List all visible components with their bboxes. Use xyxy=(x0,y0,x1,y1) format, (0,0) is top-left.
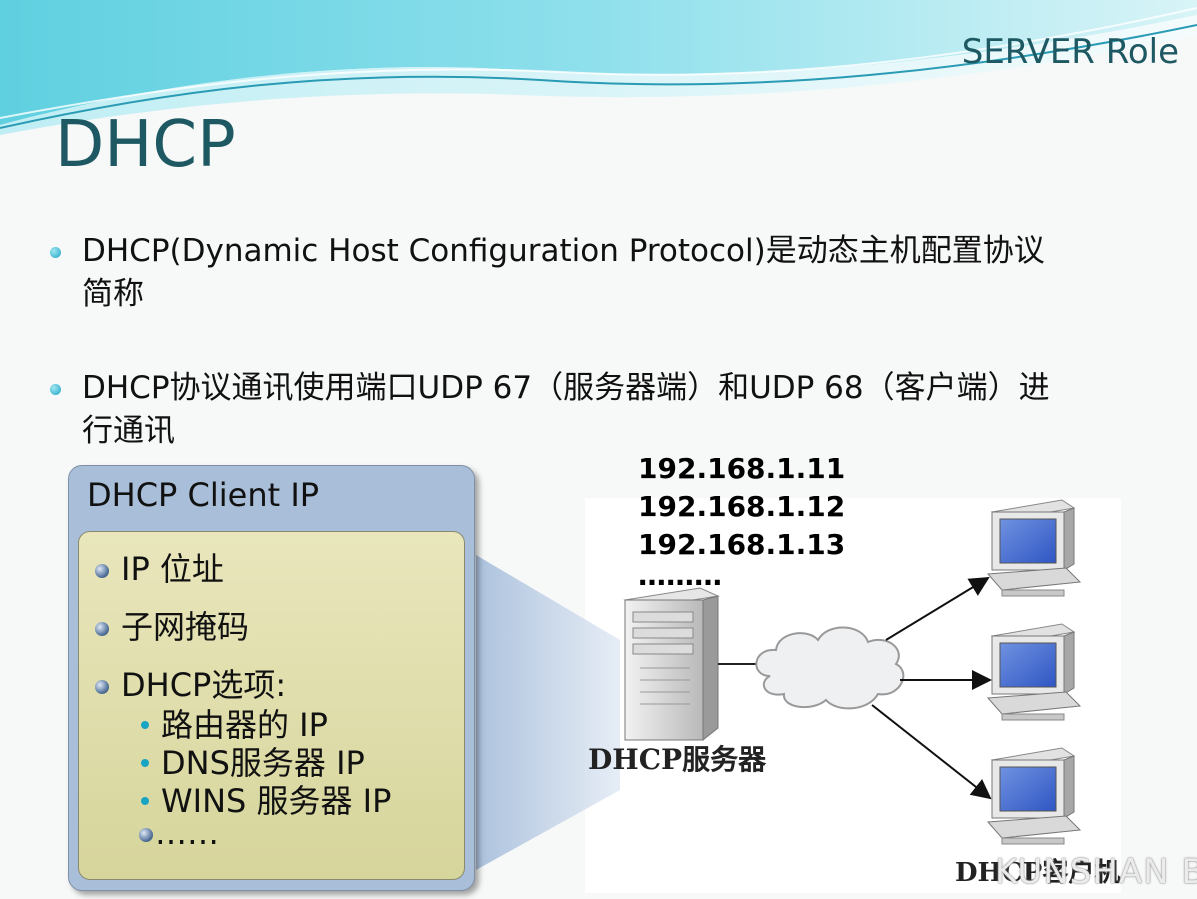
ip-address-ellipsis: ……… xyxy=(638,559,722,592)
client-computer-icon xyxy=(986,623,1082,721)
dhcp-client-label: DHCP客户机 xyxy=(955,858,1121,888)
ip-address-list: 192.168.1.11 192.168.1.12 192.168.1.13 …… xyxy=(638,450,846,592)
sub-list-item: WINS 服务器 IP xyxy=(141,776,391,822)
sub-item-text: WINS 服务器 IP xyxy=(161,782,392,820)
server-role-label: SERVER Role xyxy=(961,32,1179,72)
dhcp-server-label: DHCP服务器 xyxy=(588,743,767,776)
bullet-dhcp-ports: DHCP协议通讯使用端口UDP 67（服务器端）和UDP 68（客户端）进 行通… xyxy=(50,367,1160,453)
ip-address: 192.168.1.12 xyxy=(638,490,846,523)
cloud-icon xyxy=(755,626,905,710)
bullet-text-line1: DHCP(Dynamic Host Configuration Protocol… xyxy=(82,233,1045,269)
bullet-text-line1: DHCP协议通讯使用端口UDP 67（服务器端）和UDP 68（客户端）进 xyxy=(82,370,1050,406)
callout-beam xyxy=(476,555,620,870)
sub-bullet-icon xyxy=(141,758,149,767)
sub-list-item: DNS服务器 IP xyxy=(141,738,365,784)
sub-list-item: 路由器的 IP xyxy=(141,700,328,746)
page-title: DHCP xyxy=(55,108,236,182)
client-box-title: DHCP Client IP xyxy=(87,476,320,514)
list-item-text: 子网掩码 xyxy=(121,608,250,646)
bullet-ball-icon xyxy=(95,622,109,636)
bullet-ball-icon xyxy=(95,680,109,694)
bullet-text-line2: 简称 xyxy=(82,276,144,312)
dhcp-client-ip-box: DHCP Client IP IP 位址 子网掩码 DHCP选项: 路由器的 I… xyxy=(68,465,475,891)
list-item: DHCP选项: xyxy=(95,660,286,706)
list-item-text: IP 位址 xyxy=(121,550,224,588)
bullet-dot-icon xyxy=(50,384,61,395)
sub-bullet-icon xyxy=(141,796,149,805)
server-icon xyxy=(623,587,720,742)
bullet-dot-icon xyxy=(50,247,61,258)
ip-address: 192.168.1.11 xyxy=(638,452,846,485)
client-computer-icon xyxy=(986,747,1082,845)
ellipsis-text: …… xyxy=(155,814,219,852)
bullet-ball-icon xyxy=(95,564,109,578)
sub-item-text: DNS服务器 IP xyxy=(161,744,365,782)
bullet-ball-icon xyxy=(139,828,153,842)
bullet-dhcp-definition: DHCP(Dynamic Host Configuration Protocol… xyxy=(50,230,1160,316)
client-box-content: IP 位址 子网掩码 DHCP选项: 路由器的 IP DNS服务器 IP WIN… xyxy=(78,531,465,880)
sub-bullet-icon xyxy=(141,720,149,729)
list-item-ellipsis: …… xyxy=(139,814,219,852)
list-item: IP 位址 xyxy=(95,544,224,590)
list-item-text: DHCP选项: xyxy=(121,666,287,704)
sub-item-text: 路由器的 IP xyxy=(161,706,328,744)
ip-address: 192.168.1.13 xyxy=(638,528,846,561)
watermark: KUNSHAN BBS xyxy=(995,852,1197,892)
list-item: 子网掩码 xyxy=(95,602,249,648)
header-wave-decoration xyxy=(0,0,1197,135)
bullet-text-line2: 行通讯 xyxy=(82,413,175,449)
client-computer-icon xyxy=(986,499,1082,597)
